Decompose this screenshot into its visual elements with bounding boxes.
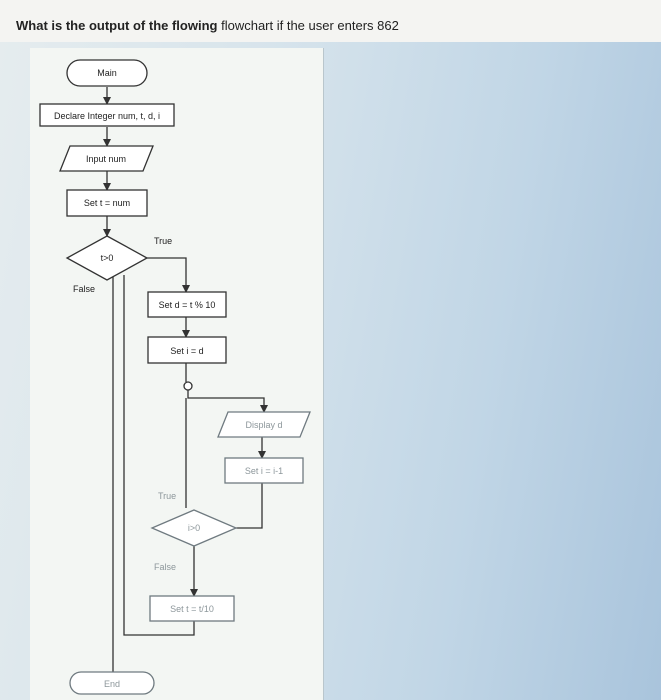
true-label-1: True bbox=[154, 236, 172, 246]
set-t-divide-label: Set t = t/10 bbox=[170, 604, 214, 614]
set-t-process: Set t = num bbox=[66, 189, 148, 217]
set-i-decrement-label: Set i = i-1 bbox=[245, 466, 283, 476]
set-d-process: Set d = t % 10 bbox=[147, 291, 227, 318]
declare-label: Declare Integer num, t, d, i bbox=[54, 111, 160, 121]
set-i-process: Set i = d bbox=[147, 336, 227, 364]
main-terminal: Main bbox=[66, 59, 148, 87]
i-condition-label: i>0 bbox=[188, 523, 200, 533]
connector-lines bbox=[103, 87, 268, 682]
set-i-label: Set i = d bbox=[170, 346, 203, 356]
true-label-2: True bbox=[158, 491, 176, 501]
question-text: What is the output of the flowing flowch… bbox=[16, 18, 399, 33]
display-io: Display d bbox=[217, 411, 311, 438]
end-label: End bbox=[104, 679, 120, 689]
false-label-1: False bbox=[73, 284, 95, 294]
false-label-2: False bbox=[154, 562, 176, 572]
t-condition-decision: t>0 bbox=[65, 235, 149, 281]
set-t-divide-process: Set t = t/10 bbox=[149, 595, 235, 622]
end-terminal: End bbox=[69, 671, 155, 695]
t-condition-label: t>0 bbox=[101, 253, 114, 263]
question-suffix: flowchart if the user enters 862 bbox=[221, 18, 399, 33]
top-bar-background bbox=[0, 0, 661, 42]
declare-process: Declare Integer num, t, d, i bbox=[39, 103, 175, 127]
set-t-label: Set t = num bbox=[84, 198, 130, 208]
set-d-label: Set d = t % 10 bbox=[159, 300, 216, 310]
input-io: Input num bbox=[59, 145, 154, 172]
set-i-decrement-process: Set i = i-1 bbox=[224, 457, 304, 484]
question-prefix: What is the output of the flowing bbox=[16, 18, 218, 33]
display-label: Display d bbox=[245, 420, 282, 430]
i-condition-decision: i>0 bbox=[150, 509, 238, 547]
main-label: Main bbox=[97, 68, 117, 78]
input-label: Input num bbox=[86, 154, 126, 164]
